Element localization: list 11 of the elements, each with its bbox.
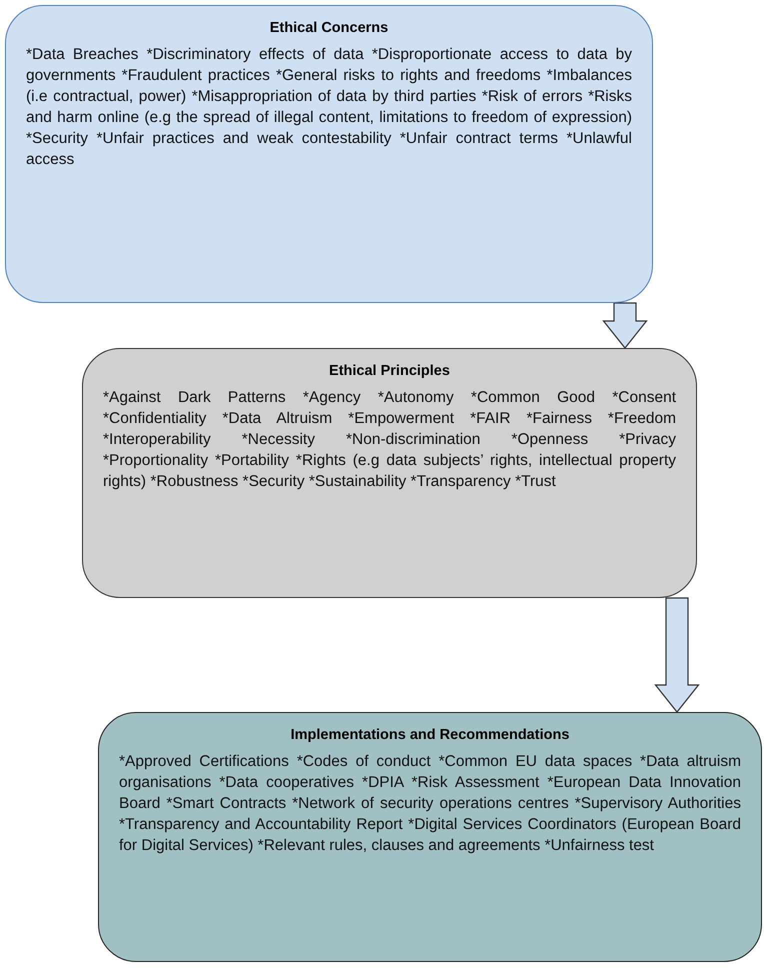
rounded-box	[82, 348, 697, 598]
rounded-box	[5, 5, 653, 303]
box-text: *Against Dark Patterns *Agency *Autonomy *Common Good *Consent *Confidentiality *Data Altruism *Empowerment *FAIR *Fairness *Freedom *Interoperability *Necessity *Non-discrimination *Openness *Privacy *Proportionality *Portability *Rights (e.g data subjects’ rights, intellectual property rights) *Robustness *Security *Sustainability *Transparency *Trust	[103, 388, 676, 492]
box-text: *Approved Certifications *Codes of conduct *Common EU data spaces *Data altruism organisations *Data cooperatives *DPIA *Risk Assessment *European Data Innovation Board *Smart Contracts *Network of security operations centres *Supervisory Authorities *Transparency and Accountability Report *Digital Services Coordinators (European Board for Digital Services) *Relevant rules, clauses and agreements *Unfairness test	[119, 752, 741, 856]
box-title: Ethical Concerns	[268, 20, 390, 36]
box-title: Implementations and Recommendations	[290, 727, 570, 743]
block-arrow	[654, 597, 700, 713]
box-title: Ethical Principles	[328, 363, 451, 379]
box-text: *Data Breaches *Discriminatory effects of data *Disproportionate access to data by governments *Fraudulent practices *General risks to rights and freedoms *Imbalances (i.e contractual, power) *Misappropriation of data by third parties *Risk of errors *Risks and harm online (e.g the spread of illegal content, limitations to freedom of expression) *Security *Unfair practices and weak contestability *Unfair contract terms *Unlawful access	[26, 45, 632, 170]
rounded-box	[98, 712, 762, 962]
block-arrow	[602, 302, 648, 349]
